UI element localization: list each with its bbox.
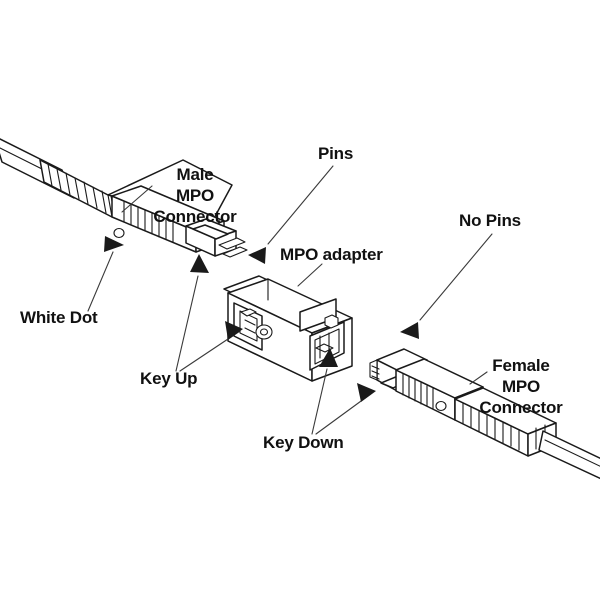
label-key-up: Key Up [140,369,198,388]
label-no-pins: No Pins [459,211,521,230]
label-pins: Pins [318,144,354,163]
key-down-arrowhead-2 [357,383,376,402]
female-strain-relief-boot [454,387,557,457]
label-female-line: Female MPO Connector [479,356,563,417]
callout-leaders [87,165,493,435]
key-down-arrowhead-1 [319,348,338,367]
label-male-mpo-connector: Male MPO Connector [140,122,250,269]
adapter-boss [255,324,273,340]
label-male-line: Male MPO Connector [153,165,237,226]
pins-arrowhead [248,247,266,264]
key-up-arrowhead-1 [190,254,209,273]
white-dot-marker [113,227,125,239]
label-mpo-adapter: MPO adapter [280,245,383,264]
alignment-pin-1 [218,237,246,250]
label-key-down: Key Down [263,433,344,452]
no-pins-arrowhead [400,322,419,339]
label-white-dot: White Dot [20,308,98,327]
adapter-boss-hole [259,328,269,336]
female-white-dot [435,400,447,412]
female-cable [538,430,600,480]
label-female-mpo-connector: Female MPO Connector [466,313,576,460]
adapter-hex [324,314,339,329]
key-up-arrowhead-2 [225,321,243,340]
white-dot-arrowhead [104,236,124,252]
key-up-rib [192,224,229,240]
alignment-pin-2 [222,246,248,258]
no-pins-face [369,359,378,381]
male-ferrule [185,218,248,258]
